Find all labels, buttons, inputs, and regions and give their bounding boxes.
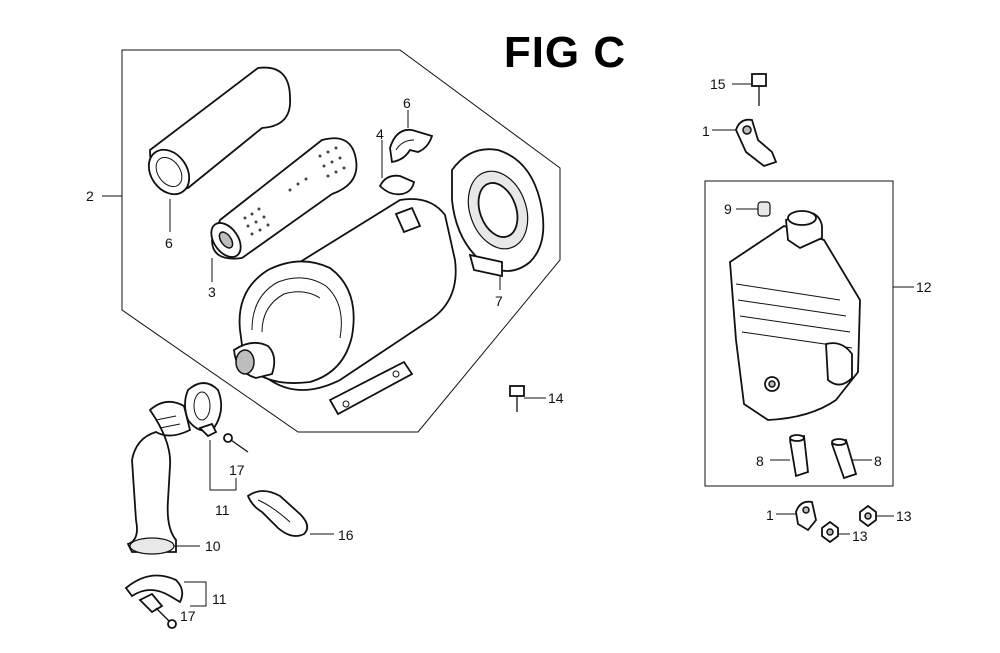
callout-7: 7 [495,293,503,309]
air-cleaner-housing [233,198,457,416]
callout-17-upper: 17 [229,462,245,478]
callout-6-filter: 6 [165,235,173,251]
inner-filter-element [210,137,358,260]
figure-title: FIG C [503,28,627,77]
callout-4: 4 [376,126,384,142]
callout-6-clip: 6 [403,95,411,111]
bolt-15 [751,73,767,106]
callout-8-left: 8 [756,453,764,469]
assembly-outline-left [121,49,561,433]
callout-3: 3 [208,284,216,300]
callout-11-lower: 11 [212,591,227,607]
bracket-clip [246,490,309,537]
callout-10: 10 [205,538,221,554]
callout-11-upper: 11 [215,502,230,518]
small-cap [757,201,771,217]
hose-clamp-lower [124,574,184,614]
assembly-outline-right [704,180,894,487]
callout-1-upper: 1 [702,123,710,139]
bolt-14 [509,385,525,412]
intake-chamber [729,210,861,421]
band-clip [389,128,434,164]
callout-14: 14 [548,390,564,406]
callout-1-lower: 1 [766,507,774,523]
callout-9: 9 [724,201,732,217]
air-cleaner-cover [451,148,545,278]
callout-2: 2 [86,188,94,204]
stay-bracket-upper [735,118,778,168]
screw-17-lower [155,607,177,629]
callout-17-lower: 17 [180,608,196,624]
outer-filter-element [147,66,291,196]
elbow-hose [126,400,192,555]
callout-13-right: 13 [896,508,912,524]
callout-8-right: 8 [874,453,882,469]
clamp-clip [378,174,416,196]
stay-bracket-lower [795,500,817,532]
nut-13-right [859,504,877,528]
nut-13-left [821,520,839,544]
callout-16: 16 [338,527,354,543]
callout-12: 12 [916,279,932,295]
callout-13-left: 13 [852,528,868,544]
screw-17-upper [223,433,249,453]
pipe-8-left [788,434,809,478]
pipe-8-right [830,438,858,480]
callout-15: 15 [710,76,726,92]
